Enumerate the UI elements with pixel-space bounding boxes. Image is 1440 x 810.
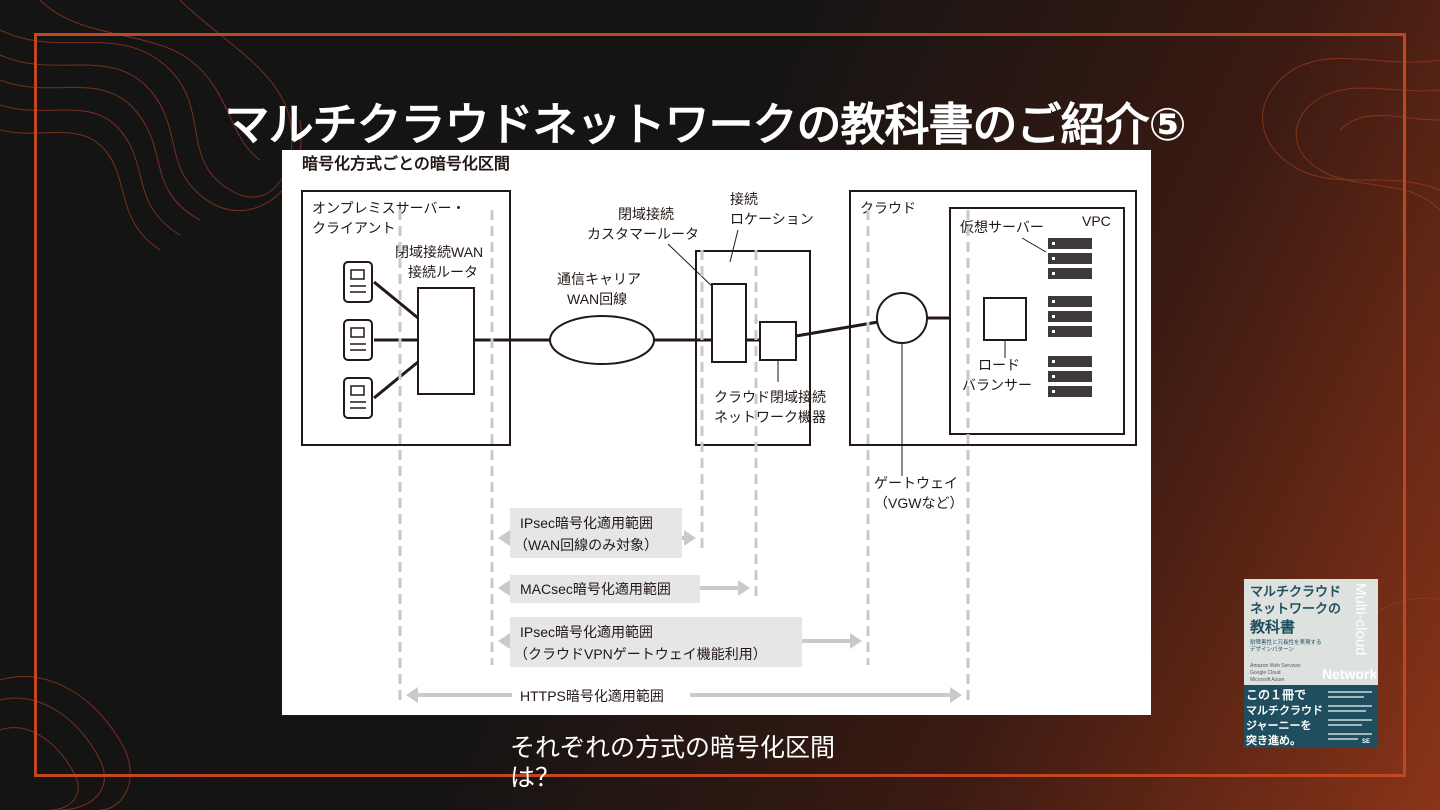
book-providers-1: Amazon Web Services <box>1250 663 1301 669</box>
lb-label-2: バランサー <box>962 377 1032 393</box>
book-band-3: ジャーニーを <box>1246 719 1311 732</box>
book-title-2: ネットワークの <box>1250 601 1341 616</box>
cloud-device-label-1: クラウド閉域接続 <box>714 389 826 405</box>
book-cover-image: マルチクラウド ネットワークの 教科書 耐障害性と冗長性を実現する デザインパタ… <box>1244 579 1378 748</box>
lb-label-1: ロード <box>978 357 1020 373</box>
encryption-range-diagram: 暗号化方式ごとの暗号化区間 オンプレミスサーバー・ クライアント 閉域接続WAN… <box>282 150 1151 715</box>
wan-router-label-2: 接続ルータ <box>408 264 478 280</box>
onprem-box <box>301 190 511 446</box>
book-providers-2: Google Cloud <box>1250 670 1281 676</box>
cloud-device-box <box>759 321 797 361</box>
cloud-title: クラウド <box>860 200 916 216</box>
range-macsec: MACsec暗号化適用範囲 <box>520 581 671 597</box>
book-band-4: 突き進め。 <box>1246 733 1301 747</box>
virtual-server-stack-icon <box>1048 238 1092 279</box>
range-ipsec-wan-1: IPsec暗号化適用範囲 <box>520 515 653 531</box>
virtual-server-stack-icon <box>1048 356 1092 397</box>
book-publisher: SE <box>1362 739 1370 745</box>
client-server-icon <box>343 319 373 361</box>
slide-title: マルチクラウドネットワークの教科書のご紹介⑤ <box>224 98 1186 151</box>
customer-router-label-2: カスタマールータ <box>587 226 699 242</box>
slide-caption: それぞれの方式の暗号化区間は？ <box>510 733 836 792</box>
book-subtitle-2: デザインパターン <box>1250 645 1294 653</box>
range-ipsec-vpn-1: IPsec暗号化適用範囲 <box>520 624 653 640</box>
virtual-server-stack-icon <box>1048 296 1092 337</box>
connection-location-box <box>695 250 811 446</box>
diagram-heading: 暗号化方式ごとの暗号化区間 <box>302 154 510 173</box>
book-band-1: この１冊で <box>1246 688 1306 702</box>
client-server-icon <box>343 261 373 303</box>
range-ipsec-wan-2: （WAN回線のみ対象） <box>514 537 658 553</box>
load-balancer-box <box>983 297 1027 341</box>
vpc-box <box>949 207 1125 435</box>
wan-router-box <box>417 287 475 395</box>
wan-router-label-1: 閉域接続WAN <box>395 244 483 260</box>
range-https: HTTPS暗号化適用範囲 <box>520 688 664 704</box>
carrier-wan-cloud <box>549 315 655 365</box>
vpc-label: VPC <box>1082 213 1111 229</box>
virtual-server-label: 仮想サーバー <box>960 219 1044 235</box>
carrier-label-2: WAN回線 <box>567 291 627 307</box>
location-label-1: 接続 <box>730 191 758 207</box>
location-label-2: ロケーション <box>730 211 814 227</box>
book-band-2: マルチクラウド <box>1246 704 1323 717</box>
cloud-device-label-2: ネットワーク機器 <box>714 409 826 425</box>
book-brand: Network <box>1322 666 1377 682</box>
gateway-circle <box>876 292 928 344</box>
book-title-3: 教科書 <box>1249 618 1295 636</box>
book-title-1: マルチクラウド <box>1250 584 1341 599</box>
customer-router-box <box>711 283 747 363</box>
customer-router-label-1: 閉域接続 <box>618 206 674 222</box>
slide-frame <box>34 33 1406 777</box>
book-subtitle-1: 耐障害性と冗長性を実現する <box>1250 638 1322 646</box>
cloud-box <box>849 190 1137 446</box>
gateway-label-2: （VGWなど） <box>874 495 963 511</box>
range-ipsec-vpn-2: （クラウドVPNゲートウェイ機能利用） <box>514 646 767 662</box>
carrier-label-1: 通信キャリア <box>557 271 641 287</box>
gateway-label-1: ゲートウェイ <box>874 475 958 491</box>
onprem-title-2: クライアント <box>312 220 395 236</box>
book-providers-3: Microsoft Azure <box>1250 677 1285 683</box>
onprem-title-1: オンプレミスサーバー・ <box>312 200 465 216</box>
client-server-icon <box>343 377 373 419</box>
range-boundary-lines <box>398 210 970 705</box>
book-side-text: Multi-cloud <box>1352 583 1369 656</box>
